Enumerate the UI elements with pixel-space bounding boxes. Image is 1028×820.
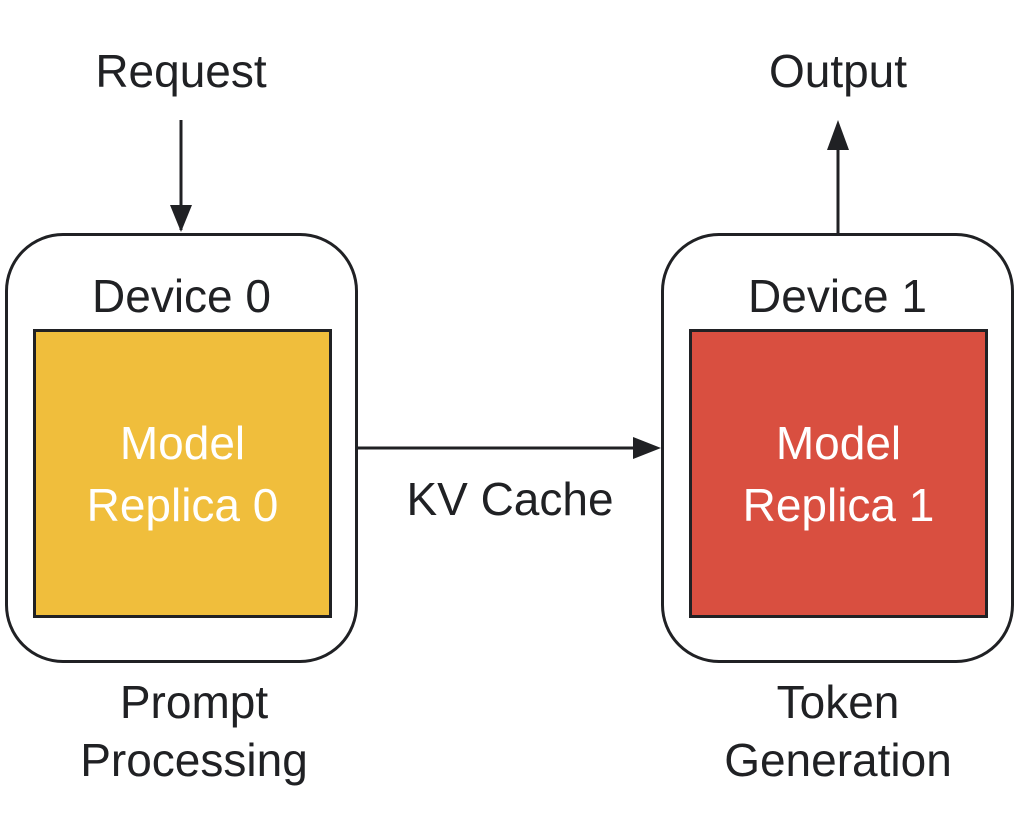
- output-arrowhead: [827, 120, 849, 150]
- kv-cache-label: KV Cache: [406, 473, 614, 525]
- device-1-box: Device 1 Model Replica 1: [661, 233, 1014, 663]
- stage-0-line2: Processing: [80, 734, 308, 786]
- stage-1-line1: Token: [776, 676, 900, 728]
- output-label: Output: [768, 45, 908, 97]
- model-replica-0: Model Replica 0: [33, 329, 332, 618]
- stage-0-line1: Prompt: [119, 676, 269, 728]
- device-0-box: Device 0 Model Replica 0: [5, 233, 358, 663]
- model-replica-1: Model Replica 1: [689, 329, 988, 618]
- device-1-title: Device 1: [748, 270, 927, 322]
- request-arrowhead: [170, 205, 192, 232]
- kv-cache-arrowhead: [633, 437, 661, 459]
- token-generation-label: Token Generation: [688, 673, 988, 789]
- stage-1-line2: Generation: [724, 734, 952, 786]
- replica-1-line2: Replica 1: [742, 478, 935, 531]
- prompt-processing-label: Prompt Processing: [44, 673, 344, 789]
- replica-1-line1: Model: [775, 416, 902, 469]
- replica-0-line1: Model: [119, 416, 246, 469]
- device-0-title: Device 0: [92, 270, 271, 322]
- replica-0-line2: Replica 0: [86, 478, 279, 531]
- request-label: Request: [95, 45, 267, 97]
